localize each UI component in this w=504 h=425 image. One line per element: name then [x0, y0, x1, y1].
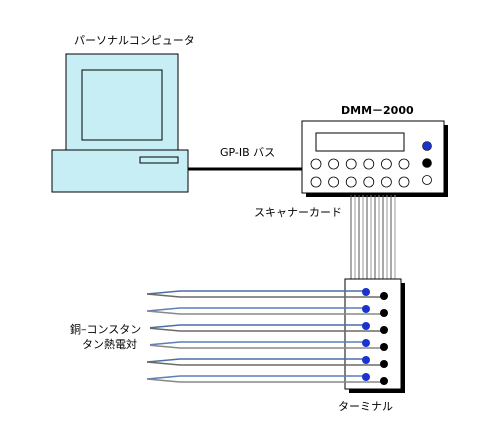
dmm-indicator-black	[422, 158, 432, 168]
pc-base	[51, 149, 189, 193]
dmm-button	[363, 158, 375, 170]
thermocouple-label-line2: タン熱電対	[82, 337, 137, 351]
pc-screen	[81, 69, 163, 141]
scanner-card-cable	[350, 195, 396, 280]
thermocouple-wire-constantan	[146, 344, 384, 349]
terminal-label: ターミナル	[338, 400, 393, 413]
terminal-pin-blue	[362, 373, 370, 381]
dmm-label: DMM－2000	[341, 104, 414, 117]
thermocouple-wire-constantan	[146, 310, 384, 315]
dmm-display	[315, 132, 405, 152]
terminal-body	[344, 278, 402, 390]
thermocouple-wire-constantan	[146, 327, 384, 332]
gpib-label: GP-IB バス	[220, 146, 275, 159]
dmm-button	[328, 176, 340, 188]
terminal-pin-black	[380, 343, 388, 351]
dmm-button	[380, 176, 392, 188]
thermocouple-wire-copper	[146, 290, 366, 295]
dmm-button	[310, 158, 322, 170]
terminal-pin-blue	[362, 356, 370, 364]
personal-computer	[51, 53, 189, 193]
dmm-button-grid	[310, 158, 410, 188]
dmm-button	[310, 176, 322, 188]
thermocouple-wires	[146, 290, 384, 383]
dmm-button	[363, 176, 375, 188]
thermocouple-label-line1: 銅–コンスタン	[70, 322, 141, 336]
terminal-pin-blue	[362, 305, 370, 313]
thermocouple-wire-constantan	[146, 378, 384, 383]
terminal-pins	[362, 288, 388, 385]
pc-drive-slot	[139, 156, 179, 164]
dmm-button	[380, 158, 392, 170]
thermocouple-wire-copper	[146, 358, 366, 363]
scanner-label: スキャナーカード	[254, 206, 342, 219]
dmm-button	[345, 158, 357, 170]
thermocouple-wire-copper	[146, 324, 366, 329]
dmm-2000	[301, 120, 448, 197]
terminal-pin-blue	[362, 288, 370, 296]
thermocouple-wire-constantan	[146, 293, 384, 298]
dmm-button	[328, 158, 340, 170]
dmm-button	[345, 176, 357, 188]
terminal-pin-blue	[362, 339, 370, 347]
dmm-button	[398, 176, 410, 188]
terminal-pin-black	[380, 326, 388, 334]
dmm-indicator-white	[422, 175, 432, 185]
pc-label: パーソナルコンピュータ	[74, 34, 195, 47]
thermocouple-wire-copper	[146, 341, 366, 346]
terminal-pin-black	[380, 360, 388, 368]
terminal-pin-black	[380, 292, 388, 300]
dmm-indicator-blue	[422, 141, 432, 151]
thermocouple-wire-copper	[146, 307, 366, 312]
thermocouple-wire-copper	[146, 375, 366, 380]
terminal-pin-blue	[362, 322, 370, 330]
terminal-pin-black	[380, 377, 388, 385]
thermocouple-wire-constantan	[146, 361, 384, 366]
terminal-pin-black	[380, 309, 388, 317]
dmm-button	[398, 158, 410, 170]
thermocouple-label-bg	[66, 321, 150, 351]
